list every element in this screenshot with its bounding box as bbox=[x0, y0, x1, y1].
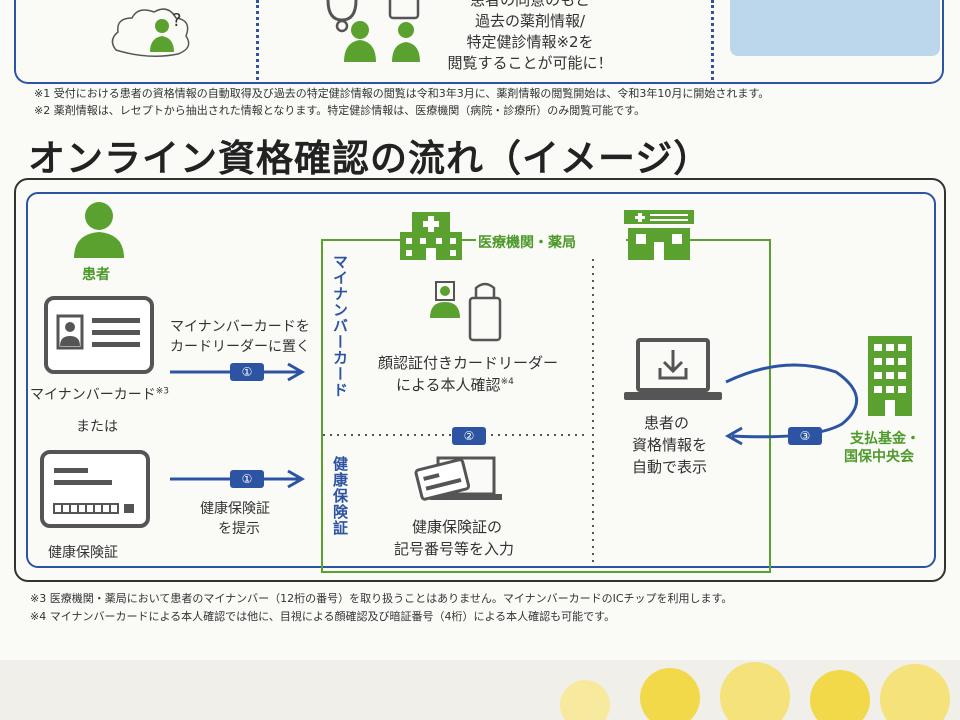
background-fabric bbox=[0, 660, 960, 720]
face-reader-text: 顔認証付きカードリーダー bbox=[378, 354, 559, 372]
or-label: または bbox=[76, 419, 118, 435]
display-text: 患者の bbox=[644, 414, 690, 432]
footnote-2: ※2 薬剤情報は、レセプトから抽出された情報となります。特定健診情報は、医療機関… bbox=[34, 104, 646, 117]
footnote-1: ※1 受付における患者の資格情報の自動取得及び過去の特定健診情報の閲覧は令和3年… bbox=[34, 87, 770, 100]
face-reader-text: による本人確認※4 bbox=[396, 376, 514, 394]
mynumber-card-icon bbox=[44, 296, 154, 374]
health-insurance-card-label: 健康保険証 bbox=[48, 545, 118, 561]
step3-badge: ③ bbox=[788, 427, 822, 445]
step1-badge: ① bbox=[230, 470, 264, 488]
step1-card-instruction: カードリーダーに置く bbox=[170, 339, 310, 355]
fund-label: 支払基金・ bbox=[850, 431, 920, 447]
dotted-divider bbox=[256, 0, 259, 80]
facility-dividers bbox=[323, 259, 594, 567]
previous-section-box bbox=[14, 0, 944, 84]
office-building-icon bbox=[868, 336, 912, 416]
step1-insurance-instruction: を提示 bbox=[218, 521, 260, 537]
question-mark: ? bbox=[172, 10, 182, 31]
fund-label: 国保中央会 bbox=[844, 449, 914, 465]
patient-label: 患者 bbox=[82, 267, 110, 283]
health-insurance-card-icon bbox=[40, 450, 150, 528]
page-title: オンライン資格確認の流れ（イメージ） bbox=[28, 137, 712, 180]
laptop-download-icon bbox=[624, 338, 722, 400]
mynumber-vertical-label: マイナンバーカード bbox=[331, 254, 349, 398]
leaflet-page: ? 患者の同意のもと 過去の薬剤情報/ 特定健診情報※2を 閲覧することが可能に… bbox=[14, 0, 946, 623]
step1-card-instruction: マイナンバーカードを bbox=[170, 319, 310, 335]
viewing-benefit-text: 患者の同意のもと 過去の薬剤情報/ 特定健診情報※2を 閲覧することが可能に！ bbox=[447, 0, 613, 72]
insurance-vertical-label: 健康保険証 bbox=[331, 456, 349, 536]
dotted-divider bbox=[711, 0, 714, 80]
input-instruction: 記号番号等を入力 bbox=[394, 540, 515, 558]
face-card-reader-icon bbox=[430, 281, 502, 342]
input-instruction: 健康保険証の bbox=[412, 518, 503, 536]
doctor-stethoscope-icon bbox=[326, 0, 420, 62]
step1-badge: ① bbox=[230, 363, 264, 381]
patient-icon bbox=[74, 202, 124, 258]
thinking-cloud-icon bbox=[111, 8, 190, 57]
card-input-terminal-icon bbox=[414, 456, 502, 501]
pharmacy-icon bbox=[624, 210, 694, 260]
mynumber-card-label: マイナンバーカード※3 bbox=[30, 386, 170, 403]
footnote-3: ※3 医療機関・薬局において患者のマイナンバー（12桁の番号）を取り扱うことはあ… bbox=[30, 592, 733, 605]
step2-badge: ② bbox=[452, 427, 486, 445]
display-text: 自動で表示 bbox=[632, 458, 708, 476]
flow-outer-frame bbox=[14, 178, 946, 582]
blue-panel bbox=[730, 0, 940, 56]
flow-inner-frame bbox=[26, 192, 936, 568]
footnote-4: ※4 マイナンバーカードによる本人確認では他に、目視による顔確認及び暗証番号（4… bbox=[30, 610, 616, 623]
step1-insurance-instruction: 健康保険証 bbox=[200, 501, 270, 517]
hospital-icon bbox=[400, 212, 462, 260]
display-text: 資格情報を bbox=[632, 436, 708, 454]
facility-label: 医療機関・薬局 bbox=[478, 235, 576, 251]
